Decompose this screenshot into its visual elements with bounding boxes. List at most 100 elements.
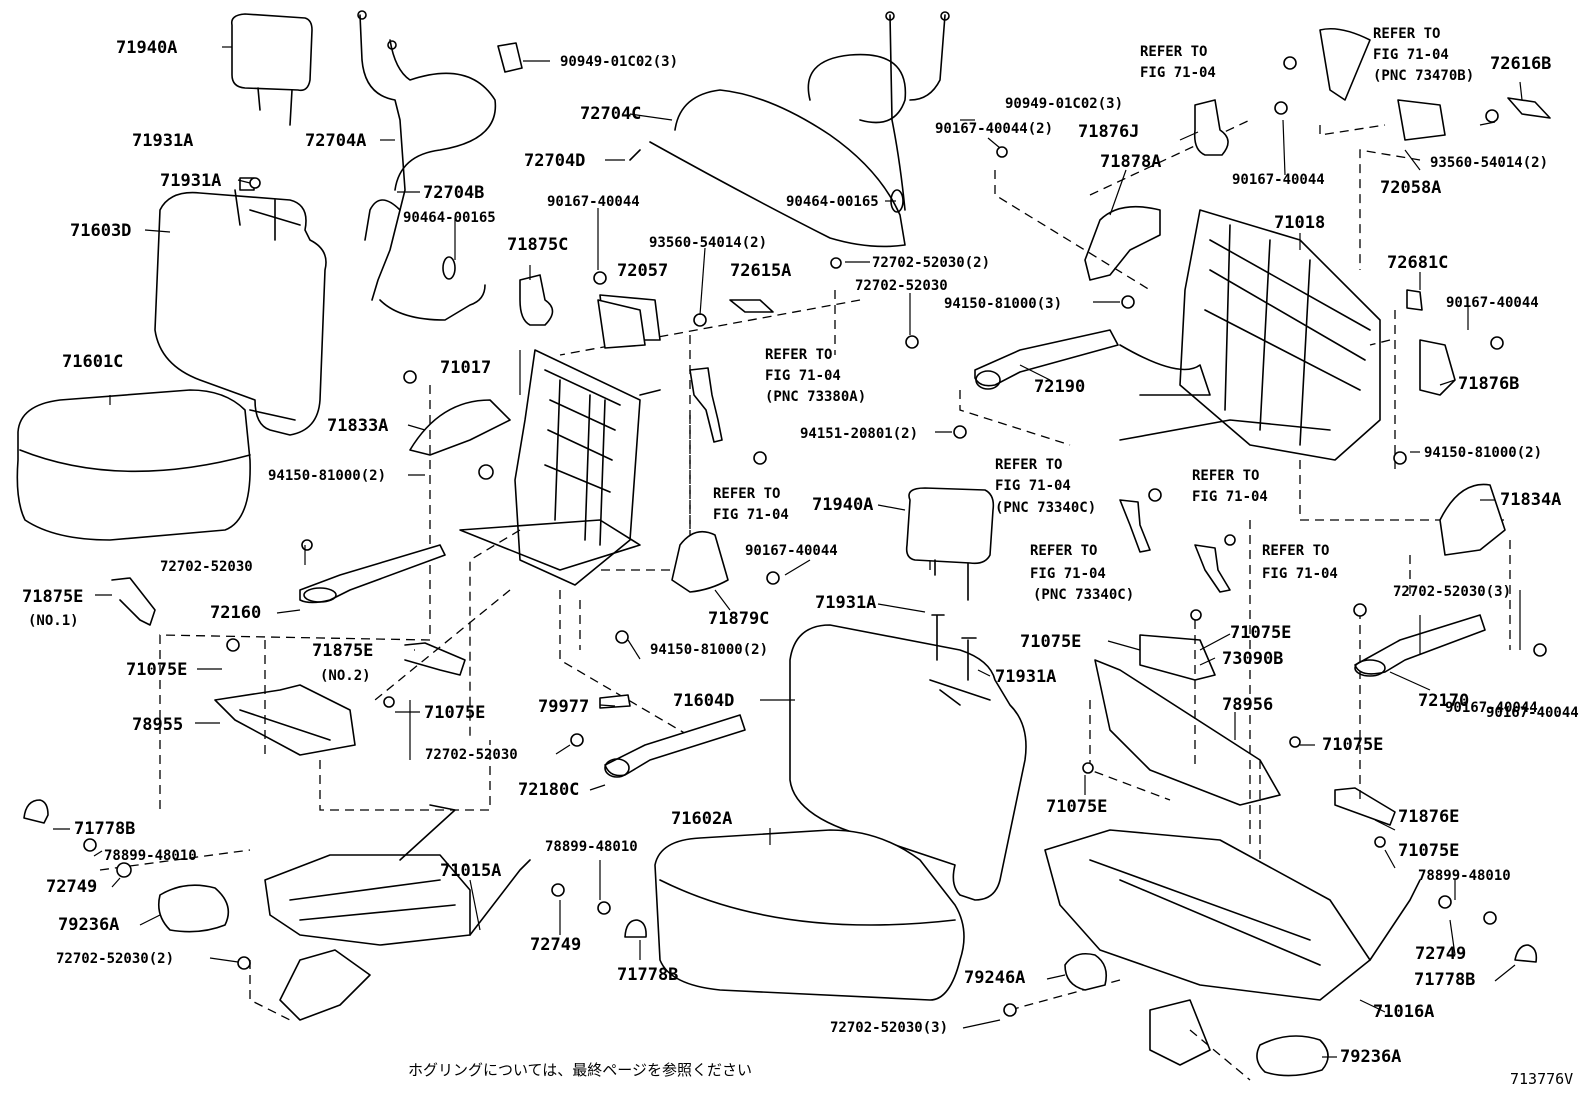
label-72704A: 72704A [305, 131, 366, 151]
label-71075E: 71075E [424, 703, 485, 723]
seatback-71603D [154, 177, 327, 436]
label-72704D: 72704D [524, 151, 585, 171]
label-78899-48010: 78899-48010 [104, 848, 197, 864]
label-90464-00165: 90464-00165 [786, 194, 879, 210]
belt-buckle-73340C [1119, 499, 1231, 593]
label-71875C: 71875C [507, 235, 568, 255]
cover-71876B [1419, 339, 1456, 396]
bracket-71876J [1193, 99, 1229, 156]
clip-90464-00165-left [442, 256, 456, 280]
bracket-71833A [409, 399, 511, 456]
cable-72704C [629, 11, 950, 248]
label-72704B: 72704B [423, 183, 484, 203]
label-71778B: 71778B [74, 819, 135, 839]
label-72749: 72749 [1415, 944, 1466, 964]
label-94150-81000: 94150-81000(2) [268, 468, 386, 484]
label-94150-81000: 94150-81000(2) [650, 642, 768, 658]
ref-note: REFER TO [1262, 543, 1329, 559]
ref-note: FIG 71-04 [995, 478, 1071, 494]
track-72180C [604, 714, 746, 778]
assembly-dash-lines [99, 119, 1511, 1081]
label-72681C: 72681C [1387, 253, 1448, 273]
label-72702-52030: 72702-52030 [855, 278, 948, 294]
cap-79236A-left [157, 884, 230, 933]
label-71075E: 71075E [1230, 623, 1291, 643]
ref-note: (PNC 73340C) [1033, 587, 1134, 603]
label-79977 [599, 694, 631, 709]
label-72190: 72190 [1034, 377, 1085, 397]
label-72180C: 72180C [518, 780, 579, 800]
label-90167-40044: 90167-40044 [1445, 700, 1538, 716]
label-93560-54014: 93560-54014(2) [649, 235, 767, 251]
label-71015A: 71015A [440, 861, 501, 881]
ref-note: REFER TO [1140, 44, 1207, 60]
label-71876E: 71876E [1398, 807, 1459, 827]
cover-78956 [1094, 659, 1281, 806]
ref-note: (PNC 73340C) [995, 500, 1096, 516]
bolt-71931A-center [931, 614, 977, 681]
cap-71778B-middle [624, 919, 647, 938]
label-71876B: 71876B [1458, 374, 1519, 394]
label-71931A: 71931A [815, 593, 876, 613]
label-79236A: 79236A [1340, 1047, 1401, 1067]
label-72704C: 72704C [580, 104, 641, 124]
label-90167-40044: 90167-40044 [547, 194, 640, 210]
part-labels: 71940A 71931A 71931A 71603D 71601C 72704… [22, 38, 1579, 1067]
track-72160 [299, 544, 446, 604]
seat-cushion-71602A [654, 829, 965, 1001]
label-71833A: 71833A [327, 416, 388, 436]
ref-note: (PNC 73380A) [765, 389, 866, 405]
leader-lines [53, 46, 1523, 1058]
label-72160: 72160 [210, 603, 261, 623]
plate-72681C [1406, 289, 1423, 311]
label-71017: 71017 [440, 358, 491, 378]
label-72702-52030: 72702-52030 [160, 559, 253, 575]
label-71778B: 71778B [617, 965, 678, 985]
label-79236A: 79236A [58, 915, 119, 935]
label-71875E: 71875E [22, 587, 83, 607]
label-72702-52030: 72702-52030 [425, 747, 518, 763]
fasteners [83, 56, 1547, 1017]
bracket-71875E-no1 [111, 577, 156, 626]
label-72702-52030: 72702-52030(2) [56, 951, 174, 967]
label-71834A: 71834A [1500, 490, 1561, 510]
label-71931A: 71931A [995, 667, 1056, 687]
label-71018: 71018 [1274, 213, 1325, 233]
label-78955: 78955 [132, 715, 183, 735]
ref-note: FIG 71-04 [1192, 489, 1268, 505]
label-94150-81000: 94150-81000(3) [944, 296, 1062, 312]
label-79977: 79977 [538, 697, 589, 717]
track-72190 [974, 329, 1119, 390]
label-72749: 72749 [46, 877, 97, 897]
ref-note: FIG 71-04 [1030, 566, 1106, 582]
ref-note: REFER TO [765, 347, 832, 363]
figure-id: 713776V [1510, 1070, 1573, 1088]
label-71075E: 71075E [1322, 735, 1383, 755]
label-71602A: 71602A [671, 809, 732, 829]
label-72749: 72749 [530, 935, 581, 955]
ref-note: FIG 71-04 [1373, 47, 1449, 63]
label-71875E: 71875E [312, 641, 373, 661]
label-71075E: 71075E [126, 660, 187, 680]
plate-72615A [729, 299, 774, 313]
bracket-71876E [1334, 787, 1396, 826]
bracket-72058A [1397, 99, 1446, 141]
cover-78955 [214, 684, 356, 756]
ref-note: REFER TO [995, 457, 1062, 473]
label-90167-40044: 90167-40044 [1446, 295, 1539, 311]
cover-71879C [671, 530, 729, 593]
bracket-71878A [1084, 205, 1161, 281]
label-90167-40044: 90167-40044(2) [935, 121, 1053, 137]
ref-note: (PNC 73470B) [1373, 68, 1474, 84]
label-no2: (NO.2) [320, 668, 371, 684]
cap-79236A-right [1256, 1035, 1329, 1077]
seat-base-71016A [1044, 829, 1421, 1066]
label-71778B: 71778B [1414, 970, 1475, 990]
label-71075E: 71075E [1020, 632, 1081, 652]
label-72615A: 72615A [730, 261, 791, 281]
cap-79246A [1064, 952, 1108, 991]
label-78956: 78956 [1222, 695, 1273, 715]
label-72057: 72057 [617, 261, 668, 281]
bracket-71875E-no2 [404, 642, 466, 676]
